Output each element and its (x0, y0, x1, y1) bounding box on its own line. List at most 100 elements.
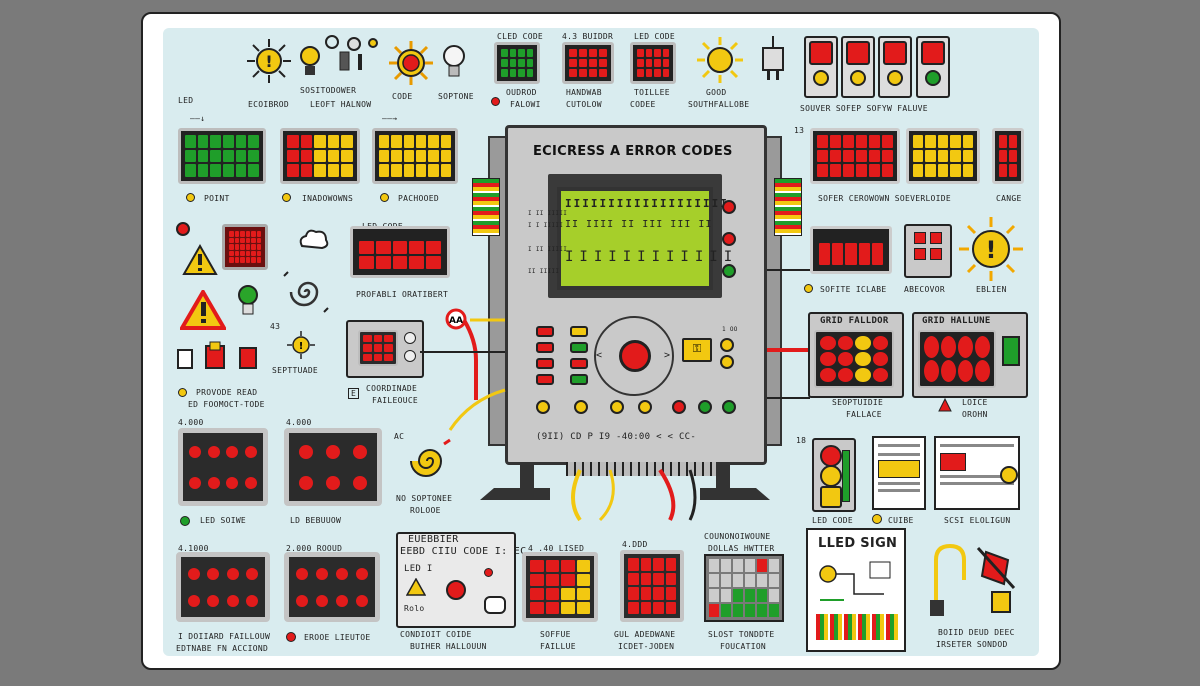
label-ed-foomoct: ED FOOMOCT-TODE (188, 400, 265, 409)
red-led-matrix-mid (350, 226, 450, 278)
red-bullet-bottom (286, 632, 296, 642)
label-faileouce: FAILEOUCE (372, 396, 419, 405)
knob-7[interactable] (722, 400, 736, 414)
green-led-matrix (494, 42, 540, 84)
plug-icon (762, 36, 784, 80)
label-codee: CODEE (630, 100, 656, 109)
traffic-light-4 (916, 36, 950, 98)
knob-2[interactable] (574, 400, 588, 414)
main-red-button[interactable] (619, 340, 651, 372)
label-provode: PROVODE READ (196, 388, 258, 397)
device-btn-red-1[interactable] (536, 326, 554, 337)
manual-doc (872, 436, 926, 510)
green-bulb-icon (238, 285, 258, 315)
device-side-label-2: I I IIIII (528, 222, 564, 229)
knob-3[interactable] (610, 400, 624, 414)
grid-failure-matrix-1 (814, 330, 894, 388)
label-4ddd: 4.DDD (622, 540, 648, 549)
label-num-18: 18 (796, 436, 807, 445)
label-boiid-deud: BOIID DEUD DEEC (938, 628, 1015, 637)
small-sun-icon: ! (287, 331, 315, 359)
knob-1[interactable] (536, 400, 550, 414)
sun-alert-icon: ! (959, 217, 1023, 281)
fuse-icons (177, 341, 257, 369)
vortex-icon (410, 438, 451, 477)
device-btn-yellow-1[interactable] (570, 326, 588, 337)
label-condioit: CONDIOIT COIDE (400, 630, 472, 639)
label-point: POINT (204, 194, 230, 203)
label-440-lised: 4 .40 LISED (528, 544, 585, 553)
red-indicator-left (176, 222, 190, 236)
lightbulb-icon (443, 45, 465, 77)
arrow-2: ——→ (382, 114, 398, 123)
card-hand-icon (484, 596, 506, 614)
card-warning-icon (406, 578, 426, 596)
doc-clock-icon (1000, 466, 1018, 484)
label-4100: 4.1000 (178, 544, 209, 553)
label-ecoibrod: ECOIBROD (248, 100, 289, 109)
label-profabli: PROFABLI ORATIBERT (356, 290, 449, 299)
traffic-light-tall (812, 438, 856, 512)
status-led-red-2[interactable] (722, 232, 736, 246)
green-bullet (180, 516, 190, 526)
knob-6[interactable] (698, 400, 712, 414)
status-led-red-1[interactable] (722, 200, 736, 214)
yellow-bullet-2 (282, 193, 291, 202)
device-led-yellow-r[interactable] (720, 338, 734, 352)
nav-dial[interactable] (594, 316, 674, 396)
small-warning-icon (938, 398, 952, 412)
lcd-screen: IIIIIIIIIIIIIIIIIII II IIII II III III I… (557, 187, 732, 290)
red-led-row-right (810, 226, 892, 274)
label-buiddr: 4.3 BUIDDR (562, 32, 614, 41)
warning-triangle-red-icon (180, 290, 226, 330)
key-icon: ⚿ (682, 338, 712, 362)
yellow-led-matrix-right (906, 128, 980, 184)
device-led-yellow-r2[interactable] (720, 355, 734, 369)
device-btn-green-2[interactable] (570, 374, 588, 385)
device-vent (566, 462, 716, 476)
device-btn-red-3[interactable] (536, 358, 554, 369)
label-icdet-joden: ICDET-JODEN (618, 642, 675, 651)
card-red-led (446, 580, 466, 600)
device-btn-green-1[interactable] (570, 342, 588, 353)
label-cutolow: CUTOLOW (566, 100, 602, 109)
device-connector-left (472, 178, 500, 236)
label-loice: LOICE (962, 398, 988, 407)
device-leg-left (520, 462, 534, 492)
device-side-label-3: I II IIIII (528, 246, 568, 253)
device-btn-red-4[interactable] (536, 374, 554, 385)
label-led-i: LED I (404, 564, 433, 574)
label-2000-rooud: 2.000 ROOUD (286, 544, 343, 553)
lcd-row-2: II IIII II III III II (565, 219, 713, 230)
device-side-label-4: II IIIII (528, 268, 560, 275)
manual-doc-2 (934, 436, 1020, 510)
label-edtnabe: EDTNABE FN ACCIOND (176, 644, 269, 653)
device-btn-red-5[interactable] (570, 358, 588, 369)
sign-bars (816, 614, 900, 640)
knob-5[interactable] (672, 400, 686, 414)
wrench-icon (325, 35, 362, 71)
lcd-row-3: IIIIIIIIIIII (565, 249, 739, 265)
label-abecovor: ABECOVOR (904, 285, 945, 294)
knob-4[interactable] (638, 400, 652, 414)
nav-dial-ticks: < (596, 350, 603, 361)
label-fallace: FALLACE (846, 410, 882, 419)
control-panel-small (346, 320, 424, 378)
label-euebbier: EUEBBIER (408, 534, 459, 545)
label-leoft-halnow: LEOFT HALNOW (310, 100, 372, 109)
card-small-led (484, 568, 493, 577)
yellow-bullet-3 (380, 193, 389, 202)
spiral-icon (283, 271, 329, 313)
red-led-matrix-top-2 (630, 42, 676, 84)
red-led-column-right (992, 128, 1024, 184)
status-led-green[interactable] (722, 264, 736, 278)
label-4000-b: 4.000 (286, 418, 312, 427)
cloud-hand-icon (299, 229, 329, 250)
red-yellow-led-matrix (280, 128, 360, 184)
svg-text:!: ! (299, 341, 304, 352)
red-dot-panel-1 (178, 428, 268, 506)
label-soptone: SOPTONE (438, 92, 474, 101)
label-code: CODE (392, 92, 413, 101)
label-sositodower: SOSITODOWER (300, 86, 357, 95)
device-btn-red-2[interactable] (536, 342, 554, 353)
